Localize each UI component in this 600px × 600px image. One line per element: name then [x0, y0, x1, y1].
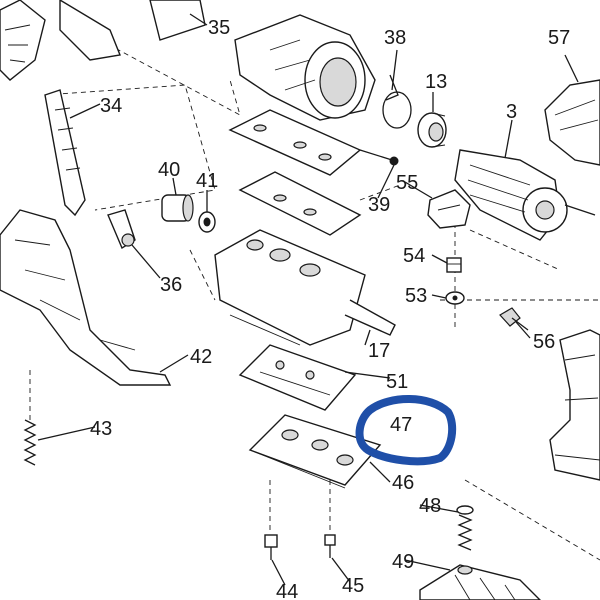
label-53: 53 — [405, 285, 427, 307]
part-51-plate — [238, 344, 357, 411]
label-47: 47 — [390, 414, 412, 436]
part-17-block — [214, 229, 396, 346]
label-48: 48 — [419, 495, 441, 517]
label-35: 35 — [208, 17, 230, 39]
part-40-sleeve — [161, 194, 194, 222]
label-41: 41 — [196, 170, 218, 192]
upper-plate — [228, 109, 362, 176]
part-49-base — [419, 564, 541, 600]
part-36-lever — [107, 209, 136, 250]
part-3-armature — [454, 149, 596, 241]
part-38-clip-ring — [382, 74, 412, 129]
label-38: 38 — [384, 27, 406, 49]
middle-plate — [238, 171, 362, 236]
part-44-screw — [264, 534, 278, 560]
housing-right — [549, 329, 600, 481]
motor-housing — [234, 14, 376, 121]
label-3: 3 — [506, 101, 517, 123]
label-43: 43 — [90, 418, 112, 440]
part-54-nut — [446, 257, 462, 273]
part-48-pin — [456, 505, 474, 551]
part-45-screw — [324, 534, 336, 558]
part-41-washer — [198, 211, 216, 233]
label-46: 46 — [392, 472, 414, 494]
part-34-handle — [44, 89, 86, 217]
label-45: 45 — [342, 575, 364, 597]
label-51: 51 — [386, 371, 408, 393]
part-57-cap — [544, 79, 600, 166]
part-labels: 34 35 36 38 13 57 3 40 41 39 55 54 53 56… — [90, 17, 570, 600]
label-34: 34 — [100, 95, 122, 117]
label-36: 36 — [160, 274, 182, 296]
label-17: 17 — [368, 340, 390, 362]
label-54: 54 — [403, 245, 425, 267]
label-42: 42 — [190, 346, 212, 368]
label-44: 44 — [276, 581, 298, 600]
label-55: 55 — [396, 172, 418, 194]
label-56: 56 — [533, 331, 555, 353]
label-57: 57 — [548, 27, 570, 49]
part-35-gear — [149, 0, 206, 41]
part-43-spring — [23, 419, 37, 466]
label-49: 49 — [392, 551, 414, 573]
part-46-pad-plate — [248, 414, 382, 489]
part-55-brush-holder — [427, 189, 471, 229]
housing-fragment-top-left — [0, 0, 121, 81]
part-53-washer — [445, 291, 465, 305]
leader-lines — [37, 13, 579, 586]
highlight-circle-47 — [355, 395, 457, 466]
label-13: 13 — [425, 71, 447, 93]
part-56-clip — [499, 307, 529, 331]
label-40: 40 — [158, 159, 180, 181]
part-42-lower-housing — [0, 209, 172, 386]
part-39-screw — [359, 149, 399, 166]
label-39: 39 — [368, 194, 390, 216]
part-13-bearing — [417, 112, 447, 148]
